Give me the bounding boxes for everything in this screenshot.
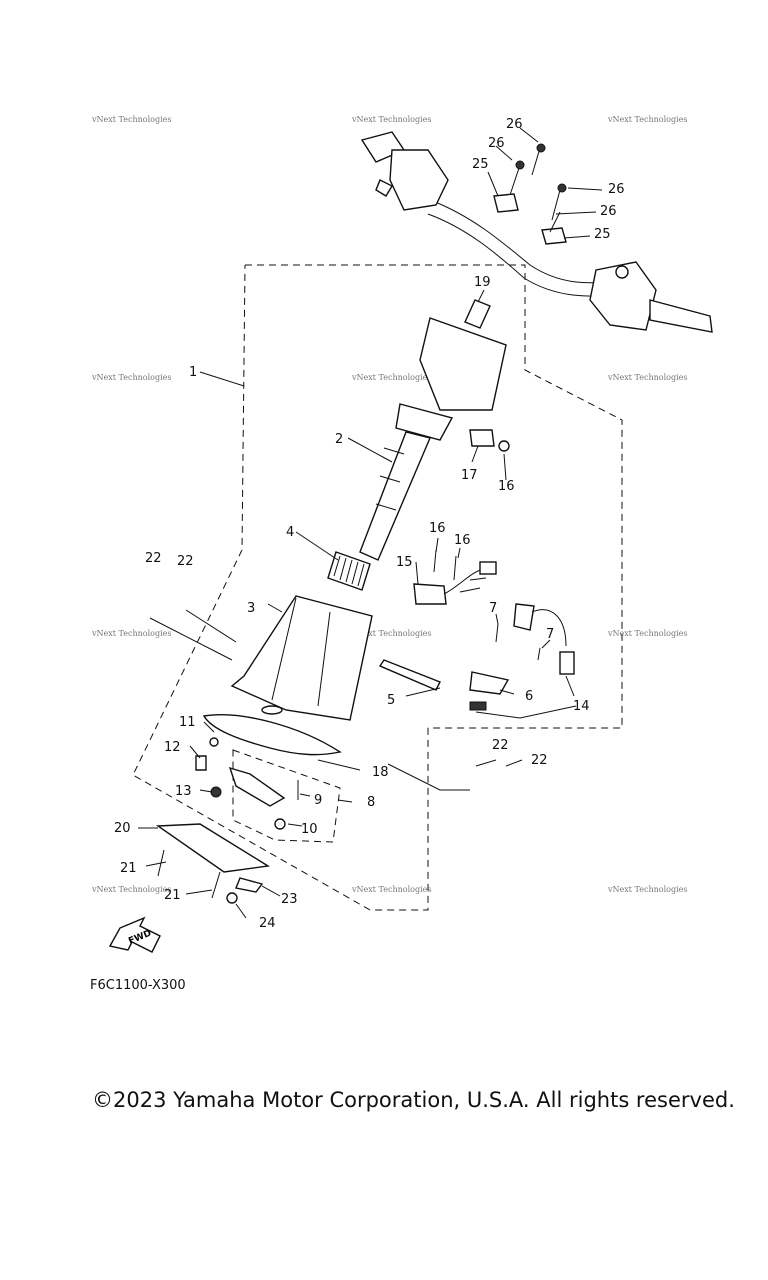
watermark: vNext Technologies xyxy=(351,373,431,382)
callout-3: 3 xyxy=(247,601,255,616)
callout-20: 20 xyxy=(114,821,131,836)
callout-26a: 26 xyxy=(506,117,523,132)
callout-16c: 16 xyxy=(454,533,471,548)
callout-21a: 21 xyxy=(120,861,137,876)
base-plate xyxy=(155,823,271,904)
gasket xyxy=(202,714,342,756)
callout-26d: 26 xyxy=(600,204,617,219)
watermark: vNext Technologies xyxy=(607,885,687,894)
watermark: vNext Technologies xyxy=(607,115,687,124)
callout-1: 1 xyxy=(189,365,197,380)
callout-22b: 22 xyxy=(177,554,194,569)
callout-5: 5 xyxy=(387,693,395,708)
callout-23: 23 xyxy=(281,892,298,907)
callout-7b: 7 xyxy=(546,627,554,642)
callout-8: 8 xyxy=(367,795,375,810)
callout-21b: 21 xyxy=(164,888,181,903)
callout-17: 17 xyxy=(461,468,478,483)
diagram-code: F6C1100-X300 xyxy=(90,978,186,993)
watermark: vNext Technologies xyxy=(91,629,171,638)
parts-diagram: vNext Technologies vNext Technologies vN… xyxy=(91,115,713,953)
callout-15: 15 xyxy=(396,555,413,570)
callout-9: 9 xyxy=(314,793,322,808)
assembly-1-outline xyxy=(132,264,623,911)
callout-11: 11 xyxy=(179,715,196,730)
callout-22c: 22 xyxy=(492,738,509,753)
callout-16b: 16 xyxy=(429,521,446,536)
watermarks: vNext Technologies vNext Technologies vN… xyxy=(91,115,687,894)
watermark: vNext Technologies xyxy=(91,115,171,124)
watermark: vNext Technologies xyxy=(351,115,431,124)
copyright-notice: ©2023 Yamaha Motor Corporation, U.S.A. A… xyxy=(92,1088,735,1112)
forward-arrow-icon: FWD xyxy=(108,916,161,953)
watermark: vNext Technologies xyxy=(607,629,687,638)
assembly-8-outline xyxy=(232,749,341,843)
callout-7a: 7 xyxy=(489,601,497,616)
callout-22d: 22 xyxy=(531,753,548,768)
watermark: vNext Technologies xyxy=(351,629,431,638)
handlebar xyxy=(360,131,713,333)
callout-4: 4 xyxy=(286,525,294,540)
mount-bracket xyxy=(195,737,299,830)
callout-labels: 1 2 3 4 5 6 7 7 8 9 10 11 12 13 14 15 16… xyxy=(114,117,625,931)
callout-26b: 26 xyxy=(488,136,505,151)
leader-lines xyxy=(138,127,603,919)
callout-24: 24 xyxy=(259,916,276,931)
callout-18: 18 xyxy=(372,765,389,780)
callout-25a: 25 xyxy=(472,157,489,172)
watermark: vNext Technologies xyxy=(91,885,171,894)
handlebar-clamps xyxy=(493,143,567,245)
steering-column xyxy=(327,299,510,591)
callout-25b: 25 xyxy=(594,227,611,242)
watermark: vNext Technologies xyxy=(91,373,171,382)
callout-13: 13 xyxy=(175,784,192,799)
callout-26c: 26 xyxy=(608,182,625,197)
callout-2: 2 xyxy=(335,432,343,447)
watermark: vNext Technologies xyxy=(351,885,431,894)
watermark: vNext Technologies xyxy=(607,373,687,382)
callout-12: 12 xyxy=(164,740,181,755)
callout-14: 14 xyxy=(573,699,590,714)
callout-6: 6 xyxy=(525,689,533,704)
callout-22a: 22 xyxy=(145,551,162,566)
callout-19: 19 xyxy=(474,275,491,290)
steering-housing xyxy=(230,595,373,721)
wiring-sensors xyxy=(378,549,575,711)
callout-16a: 16 xyxy=(498,479,515,494)
callout-10: 10 xyxy=(301,822,318,837)
